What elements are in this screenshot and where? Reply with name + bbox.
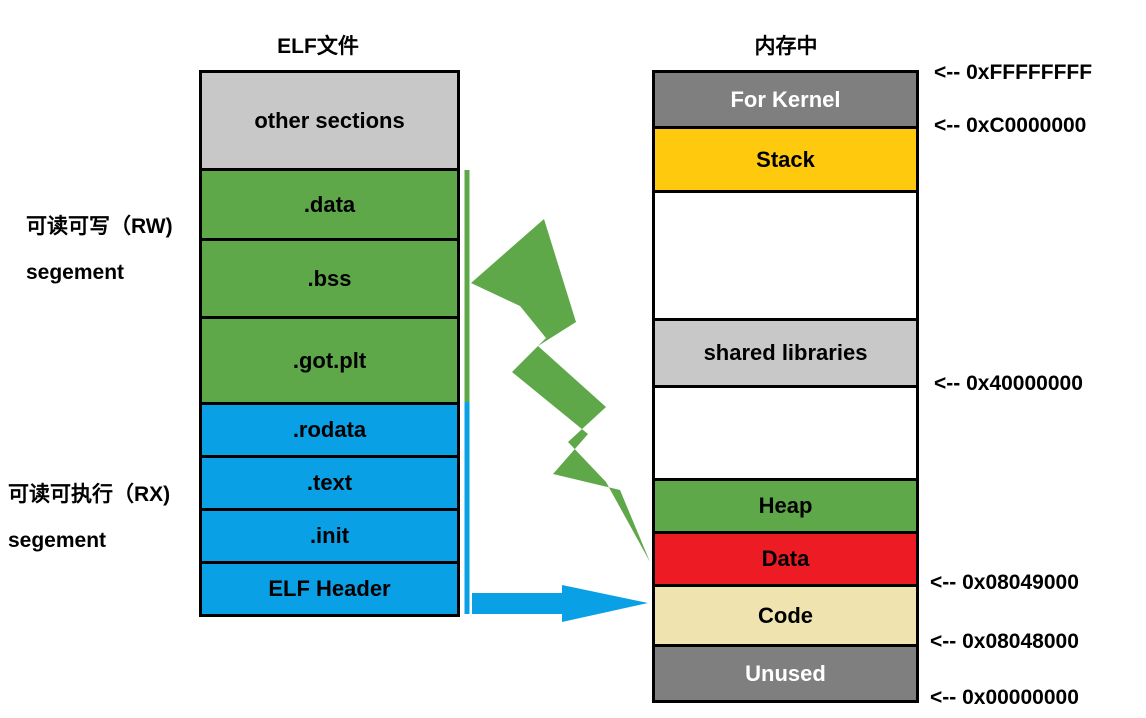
address-label: <-- 0xFFFFFFFF <box>934 61 1093 84</box>
memory-title: 内存中 <box>754 35 818 58</box>
memory-region-block: Unused <box>652 644 919 703</box>
memory-region-block: Code <box>652 584 919 647</box>
address-label: <-- 0x40000000 <box>934 372 1083 395</box>
rw-segment-line2: segement <box>26 261 125 284</box>
rw-segment-line1: 可读可写（RW) <box>26 215 173 238</box>
rx-segment-line2: segement <box>8 529 107 552</box>
address-label: <-- 0x08049000 <box>930 571 1079 594</box>
elf-section-block: .init <box>199 508 460 564</box>
elf-section-block: ELF Header <box>199 561 460 617</box>
address-label: <-- 0x00000000 <box>930 686 1079 709</box>
rw-lightning-arrow <box>471 219 650 562</box>
rx-segment-line1: 可读可执行（RX) <box>8 483 171 506</box>
rx-segment-label: 可读可执行（RX) segement <box>8 472 170 564</box>
address-label: <-- 0x08048000 <box>930 630 1079 653</box>
address-label: <-- 0xC0000000 <box>934 114 1087 137</box>
memory-region-block: shared libraries <box>652 318 919 388</box>
elf-section-block: .got.plt <box>199 316 460 405</box>
memory-region-block: Data <box>652 531 919 587</box>
memory-region-block: Stack <box>652 126 919 193</box>
memory-region-block <box>652 385 919 481</box>
rx-block-arrow <box>472 585 648 622</box>
memory-region-block <box>652 190 919 321</box>
rw-segment-label: 可读可写（RW) segement <box>26 204 173 296</box>
elf-section-block: .bss <box>199 238 460 319</box>
elf-file-title: ELF文件 <box>277 35 359 58</box>
